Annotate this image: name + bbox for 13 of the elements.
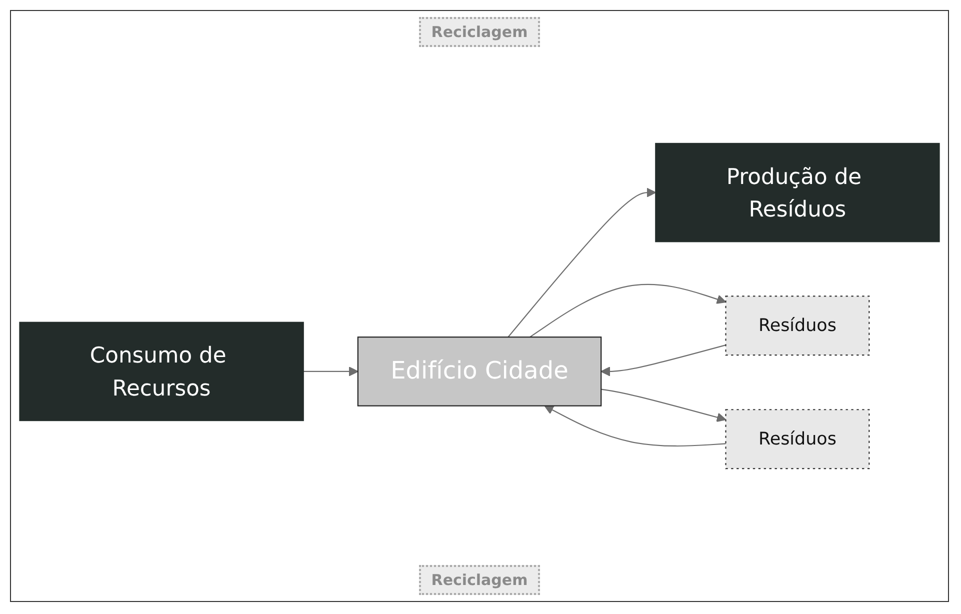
node-box: Consumo de Recursos [19,322,304,422]
node-box: Resíduos [725,409,870,470]
arrow [530,284,726,338]
arrow [600,344,726,376]
node-box: Edifício Cidade [357,336,602,406]
arrow [508,188,656,338]
band-label: Reciclagem [419,17,540,47]
node-box: Produção de Resíduos [655,142,940,242]
band-label: Reciclagem [419,565,540,595]
arrow [303,366,358,376]
arrow [544,405,726,447]
arrow [601,388,726,422]
node-box: Resíduos [725,296,870,356]
